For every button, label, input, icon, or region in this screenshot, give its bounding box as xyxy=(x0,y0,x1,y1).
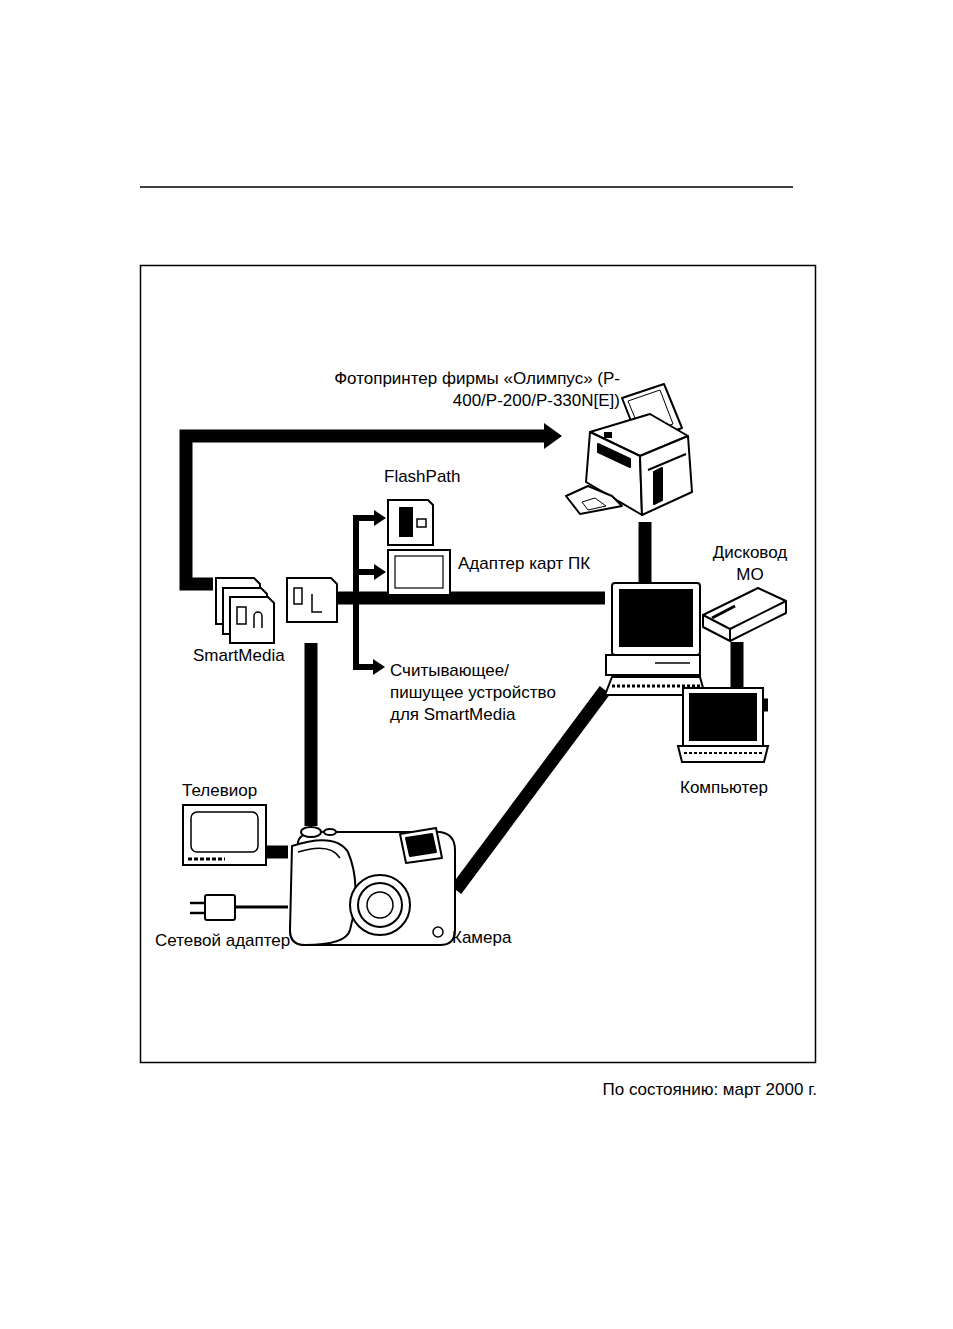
connector xyxy=(266,846,288,859)
computer-illustration-part xyxy=(678,746,768,762)
computer-illustration xyxy=(605,583,768,762)
smartmedia-cards-part xyxy=(230,597,274,643)
computer-illustration-part xyxy=(612,685,700,688)
computer-illustration-part xyxy=(683,688,763,746)
ac-adapter-illustration xyxy=(190,895,235,920)
printer-illustration-part xyxy=(622,384,682,444)
device-label: SmartMedia xyxy=(193,645,285,667)
ac-adapter-illustration-part xyxy=(190,902,205,905)
camera-illustration xyxy=(290,827,455,945)
connector xyxy=(338,592,605,605)
smartmedia-cards-part xyxy=(223,588,267,634)
device-node: SmartMedia xyxy=(213,577,338,643)
connector xyxy=(305,643,318,826)
printer-illustration-part xyxy=(628,390,673,435)
camera-illustration-part xyxy=(406,834,436,856)
device-node: Сетевой адаптер xyxy=(200,893,236,922)
camera-illustration-part xyxy=(298,848,340,858)
flashpath-illustration-part xyxy=(388,500,433,545)
smartmedia-cards-part xyxy=(237,607,246,624)
printer-illustration-part xyxy=(582,498,606,510)
flashpath-illustration-part xyxy=(400,508,412,536)
device-label: Фотопринтер фирмы «Олимпус» (P-400/P-200… xyxy=(328,368,620,412)
device-label: Компьютер xyxy=(680,777,768,799)
printer-illustration-part xyxy=(640,436,692,515)
pc-card-adapter-illustration xyxy=(388,550,450,595)
printer-illustration-part xyxy=(654,468,662,504)
camera-illustration-part xyxy=(350,875,410,935)
computer-illustration-part xyxy=(620,590,692,646)
device-node: Камера xyxy=(288,826,456,946)
device-label: Дисковод МО xyxy=(702,542,798,586)
connector xyxy=(639,522,652,583)
device-node: Адаптер карт ПК xyxy=(386,550,452,596)
caption: По состоянию: март 2000 г. xyxy=(540,1079,817,1101)
device-label: Камера xyxy=(452,927,511,949)
page-rule xyxy=(140,187,793,188)
device-node: Дисковод МО xyxy=(700,585,787,642)
flashpath-illustration-part xyxy=(417,519,426,527)
device-node: Фотопринтер фирмы «Олимпус» (P-400/P-200… xyxy=(562,380,702,522)
frame xyxy=(141,266,816,1063)
device-label: FlashPath xyxy=(384,466,461,488)
computer-illustration-part xyxy=(655,662,690,664)
camera-illustration-part xyxy=(290,840,356,945)
connector xyxy=(236,906,288,909)
computer-illustration-part xyxy=(605,677,705,695)
connector xyxy=(338,518,374,598)
smartmedia-cards xyxy=(216,578,337,643)
connector xyxy=(737,642,768,705)
device-node: Считывающее/ пишущее устройство для Smar… xyxy=(385,655,575,727)
device-label: Сетевой адаптер xyxy=(155,930,290,952)
device-node: FlashPath xyxy=(386,498,434,546)
camera-illustration-part xyxy=(324,829,336,835)
mo-drive-illustration xyxy=(703,588,786,641)
device-node: Компьютер xyxy=(605,583,768,762)
mo-drive-illustration-part xyxy=(703,588,786,641)
mo-drive-illustration-part xyxy=(703,601,786,641)
tv-illustration xyxy=(183,805,266,865)
device-node: Телевиор xyxy=(183,805,266,866)
camera-illustration-part xyxy=(358,883,402,927)
ac-adapter-illustration-part xyxy=(190,912,205,915)
printer-illustration-part xyxy=(566,486,622,514)
smartmedia-cards-part xyxy=(254,612,262,628)
pc-card-adapter-illustration-part xyxy=(395,556,443,588)
camera-illustration-part xyxy=(400,828,442,863)
computer-illustration-part xyxy=(690,694,756,740)
computer-illustration-part xyxy=(606,655,700,675)
camera-illustration-part xyxy=(301,827,321,837)
tv-illustration-part xyxy=(183,805,266,865)
smartmedia-cards-part xyxy=(312,594,322,612)
printer-illustration-part xyxy=(598,444,630,467)
camera-illustration-part xyxy=(433,927,443,937)
tv-illustration-part xyxy=(188,858,225,861)
frame-part xyxy=(141,266,816,1063)
page-rule-part xyxy=(140,186,793,188)
ac-adapter-illustration-part xyxy=(205,895,235,920)
pc-card-adapter-illustration-part xyxy=(388,550,450,595)
computer-illustration-part xyxy=(684,752,762,754)
smartmedia-cards-part xyxy=(294,588,302,604)
camera-illustration-part xyxy=(290,832,455,945)
computer-illustration-part xyxy=(612,583,700,655)
tv-illustration-part xyxy=(191,812,258,852)
flashpath-illustration xyxy=(388,500,433,545)
printer-illustration-part xyxy=(604,432,612,438)
printer-illustration-part xyxy=(586,432,642,515)
device-label: Адаптер карт ПК xyxy=(458,553,590,575)
smartmedia-cards-part xyxy=(216,578,260,624)
mo-drive-illustration-part xyxy=(712,606,735,618)
device-label: Считывающее/ пишущее устройство для Smar… xyxy=(390,660,580,726)
printer-illustration-part xyxy=(590,414,688,456)
printer-illustration-part xyxy=(648,454,686,470)
connector xyxy=(338,598,373,667)
smartmedia-cards-part xyxy=(287,578,337,622)
device-label: Телевиор xyxy=(182,780,257,802)
camera-illustration-part xyxy=(367,892,393,918)
